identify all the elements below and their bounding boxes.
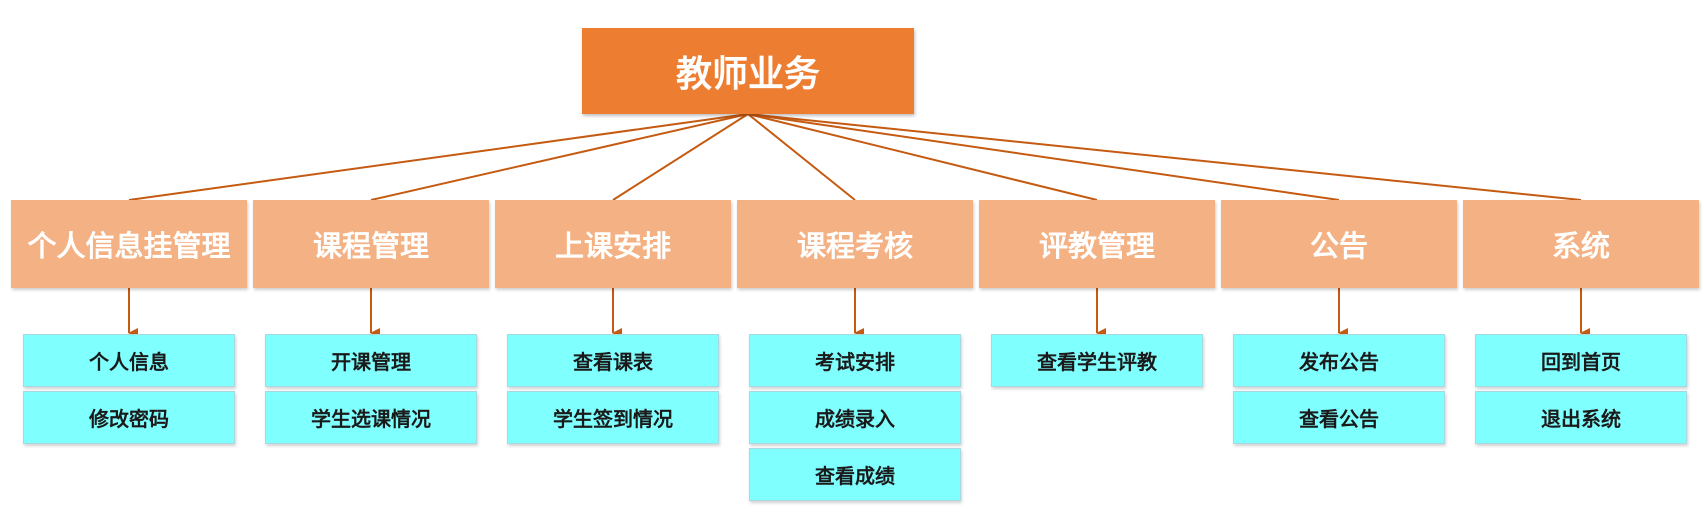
category-node: 个人信息挂管理	[11, 200, 247, 288]
category-label: 课程考核	[796, 229, 913, 263]
root-connector	[747, 113, 1098, 201]
category-node: 公告	[1221, 200, 1457, 288]
root-connector	[747, 113, 1582, 201]
category-node: 评教管理	[979, 200, 1215, 288]
root-connector	[747, 113, 856, 201]
root-connector	[128, 113, 749, 201]
function-item: 学生签到情况	[507, 391, 719, 444]
function-item-label: 成绩录入	[815, 407, 895, 431]
function-item-label: 查看公告	[1299, 407, 1379, 431]
function-item: 个人信息	[23, 334, 235, 387]
function-item-label: 个人信息	[89, 350, 169, 374]
function-item-label: 查看课表	[573, 350, 653, 374]
function-item: 修改密码	[23, 391, 235, 444]
function-item: 查看成绩	[749, 448, 961, 501]
category-node: 课程考核	[737, 200, 973, 288]
function-item: 查看课表	[507, 334, 719, 387]
root-connector	[747, 113, 1340, 201]
function-item: 查看公告	[1233, 391, 1445, 444]
function-item: 开课管理	[265, 334, 477, 387]
function-item: 考试安排	[749, 334, 961, 387]
function-item-label: 考试安排	[815, 350, 895, 374]
function-item-label: 回到首页	[1541, 350, 1621, 374]
root-node: 教师业务	[582, 28, 914, 114]
function-item: 查看学生评教	[991, 334, 1203, 387]
root-label: 教师业务	[675, 54, 820, 95]
function-item-label: 发布公告	[1299, 350, 1379, 374]
category-node: 上课安排	[495, 200, 731, 288]
category-label: 公告	[1309, 229, 1368, 263]
function-item-label: 修改密码	[89, 407, 169, 431]
root-connector	[370, 113, 749, 201]
function-item-label: 学生选课情况	[311, 407, 431, 431]
function-item: 成绩录入	[749, 391, 961, 444]
category-node: 课程管理	[253, 200, 489, 288]
function-item: 回到首页	[1475, 334, 1687, 387]
category-label: 评教管理	[1038, 229, 1155, 263]
function-item-label: 开课管理	[331, 350, 411, 374]
function-item: 发布公告	[1233, 334, 1445, 387]
category-label: 上课安排	[554, 229, 671, 263]
category-label: 个人信息挂管理	[27, 229, 231, 263]
category-label: 课程管理	[312, 229, 429, 263]
root-connector	[612, 113, 749, 201]
function-item: 退出系统	[1475, 391, 1687, 444]
function-item-label: 查看成绩	[815, 464, 895, 488]
function-item-label: 退出系统	[1541, 407, 1621, 431]
function-item-label: 查看学生评教	[1037, 350, 1157, 374]
function-item-label: 学生签到情况	[553, 407, 673, 431]
category-label: 系统	[1551, 229, 1610, 263]
category-node: 系统	[1463, 200, 1699, 288]
function-item: 学生选课情况	[265, 391, 477, 444]
